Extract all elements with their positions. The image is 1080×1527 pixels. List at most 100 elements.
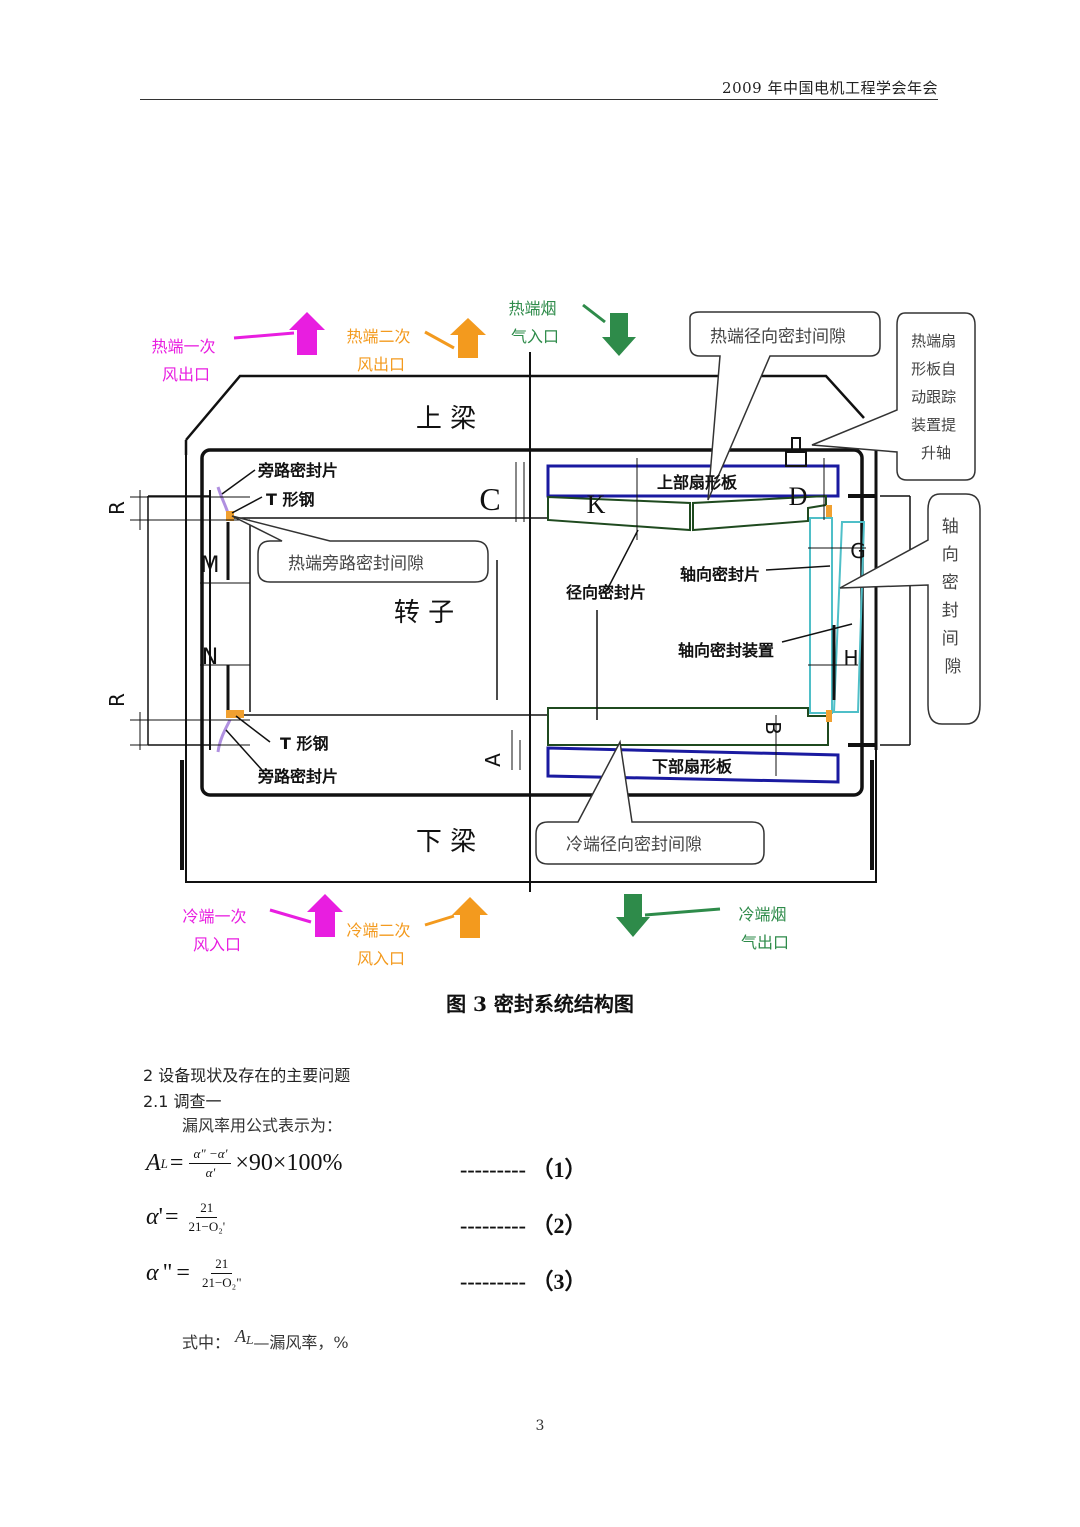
eq1-denominator: α'	[205, 1165, 216, 1180]
gap-label-g: G	[850, 539, 866, 563]
flow-cold-primary-air-in: 冷端一次 风入口	[182, 894, 343, 954]
gap-label-h: H	[843, 646, 858, 670]
eq2-equals: =	[164, 1204, 179, 1230]
eq3-lhs-doubleprime: "	[162, 1260, 173, 1286]
axial-seal-plate	[809, 517, 833, 714]
gap-label-r-bottom: R	[105, 693, 129, 707]
callout-tracking-device: 热端扇 形板自 动跟踪 装置提 升轴	[811, 312, 976, 481]
eq1-rest: ×90×100%	[235, 1150, 343, 1176]
eq3-equals: =	[176, 1260, 190, 1286]
label-lower-sector-plate: 下部扇形板	[652, 757, 733, 776]
equation-3-number: --------- （3）	[460, 1269, 587, 1294]
callout-text-tracking-device: 热端扇 形板自 动跟踪 装置提 升轴	[911, 332, 961, 462]
eq2-lhs-prime: '	[158, 1204, 163, 1230]
tracking-shaft	[785, 451, 807, 467]
gap-label-a: A	[481, 753, 505, 767]
intro-paragraph: 漏风率用公式表示为：	[182, 1116, 343, 1135]
eq3-fraction: 21 21−O₂"	[198, 1256, 246, 1291]
section-heading: 2 设备现状及存在的主要问题	[143, 1066, 351, 1085]
label-rotor: 转 子	[394, 598, 454, 628]
eq1-numerator: α" −α'	[189, 1146, 232, 1164]
label-axial-seal-device: 轴向密封装置	[678, 641, 774, 660]
rotor-frame	[200, 448, 864, 797]
arrow-down-icon	[602, 313, 636, 356]
callout-hot-radial-gap: 热端径向密封间隙	[689, 311, 881, 501]
flow-cold-secondary-air-in: 冷端二次 风入口	[346, 897, 488, 968]
eq1-lhs-sub: L	[160, 1155, 168, 1171]
flow-hot-primary-air-out: 热端一次 风出口	[151, 312, 325, 384]
label-t-steel-bottom: T 形钢	[280, 734, 329, 753]
arrow-up-icon	[452, 897, 488, 938]
callout-text-axial-gap: 轴 向 密 封 间 隙	[942, 517, 964, 677]
radial-seal-top-left	[547, 495, 691, 532]
t-steel-bottom	[226, 710, 244, 718]
label-upper-beam: 上 梁	[416, 404, 476, 434]
bypass-seal-bottom	[216, 719, 232, 753]
eq1-equals: =	[169, 1150, 184, 1176]
eq1-fraction: α" −α' α'	[189, 1146, 232, 1181]
equation-2: α' = 21 21−O₂'	[146, 1200, 233, 1235]
callout-cold-radial-gap: 冷端径向密封间隙	[535, 739, 765, 865]
callout-text-hot-bypass-gap: 热端旁路密封间隙	[288, 554, 424, 574]
seal-system-diagram: 热端径向密封间隙 热端扇 形板自 动跟踪 装置提 升轴 热端旁路密封间隙 轴 向…	[105, 299, 981, 968]
label-hot-flue-gas-in: 热端烟 气入口	[508, 299, 561, 346]
eq3-denominator: 21−O₂"	[201, 1275, 242, 1290]
callout-text-cold-radial-gap: 冷端径向密封间隙	[566, 835, 702, 855]
gap-label-n: N	[202, 645, 218, 670]
page-number: 3	[535, 1418, 545, 1434]
upper-beam-outline	[184, 374, 865, 455]
radial-seal-bottom	[547, 707, 829, 746]
label-axial-seal: 轴向密封片	[680, 565, 760, 584]
flow-hot-secondary-air-out: 热端二次 风出口	[346, 318, 486, 374]
gap-label-k: K	[587, 490, 606, 519]
arrow-up-icon	[450, 318, 486, 358]
label-bypass-seal-top: 旁路密封片	[257, 461, 338, 480]
eq2-lhs: α	[146, 1204, 159, 1230]
equation-1-number: --------- （1）	[460, 1157, 587, 1182]
eq1-lhs: A	[146, 1150, 161, 1176]
where-symbol: A	[235, 1326, 247, 1346]
label-hot-secondary-air-out: 热端二次 风出口	[346, 327, 415, 374]
equation-3: α" = 21 21−O₂"	[146, 1256, 250, 1291]
label-hot-primary-air-out: 热端一次 风出口	[151, 337, 220, 384]
gap-label-m: M	[201, 553, 220, 578]
arrow-up-icon	[307, 894, 343, 937]
label-cold-flue-gas-out: 冷端烟 气出口	[738, 905, 791, 952]
t-steel-top	[226, 511, 234, 521]
gap-label-d: D	[789, 482, 808, 511]
eq2-fraction: 21 21−O₂'	[184, 1200, 229, 1235]
where-desc: —漏风率，%	[253, 1333, 349, 1352]
equation-2-number: --------- （2）	[460, 1213, 587, 1238]
where-symbol-sub: L	[246, 1334, 254, 1347]
label-bypass-seal-bottom: 旁路密封片	[257, 767, 338, 786]
callout-axial-gap: 轴 向 密 封 间 隙	[839, 493, 981, 725]
header-rule	[140, 99, 938, 100]
lower-sector-plate	[546, 746, 840, 784]
label-upper-sector-plate: 上部扇形板	[657, 473, 738, 492]
label-cold-primary-air-in: 冷端一次 风入口	[182, 907, 251, 954]
gap-dimension-markers	[130, 458, 866, 776]
header-title: 2009 年中国电机工程学会年会	[722, 79, 938, 97]
label-cold-secondary-air-in: 冷端二次 风入口	[346, 921, 415, 968]
flow-hot-flue-gas-in: 热端烟 气入口	[508, 299, 636, 356]
eq2-numerator: 21	[196, 1200, 218, 1218]
label-radial-seal: 径向密封片	[566, 583, 646, 602]
eq3-numerator: 21	[211, 1256, 233, 1274]
eq3-lhs: α	[146, 1260, 159, 1286]
callout-hot-bypass-gap: 热端旁路密封间隙	[231, 515, 489, 583]
label-lower-beam: 下 梁	[416, 827, 476, 857]
radial-seal-top-right	[692, 494, 827, 532]
callout-text-hot-radial-gap: 热端径向密封间隙	[710, 327, 846, 347]
upper-sector-plate	[546, 464, 840, 498]
label-t-steel-top: T 形钢	[266, 490, 315, 509]
arrow-down-icon	[616, 894, 650, 937]
variable-definition: 式中： AL—漏风率，%	[182, 1326, 349, 1353]
gap-label-r-top: R	[105, 501, 129, 515]
arrow-up-icon	[289, 312, 325, 355]
figure-caption: 图 3 密封系统结构图	[446, 992, 634, 1016]
subsection-heading: 2.1 调查一	[143, 1092, 222, 1111]
leader-lines	[221, 469, 853, 771]
flow-cold-flue-gas-out: 冷端烟 气出口	[616, 894, 791, 952]
gap-label-c: C	[479, 481, 500, 517]
